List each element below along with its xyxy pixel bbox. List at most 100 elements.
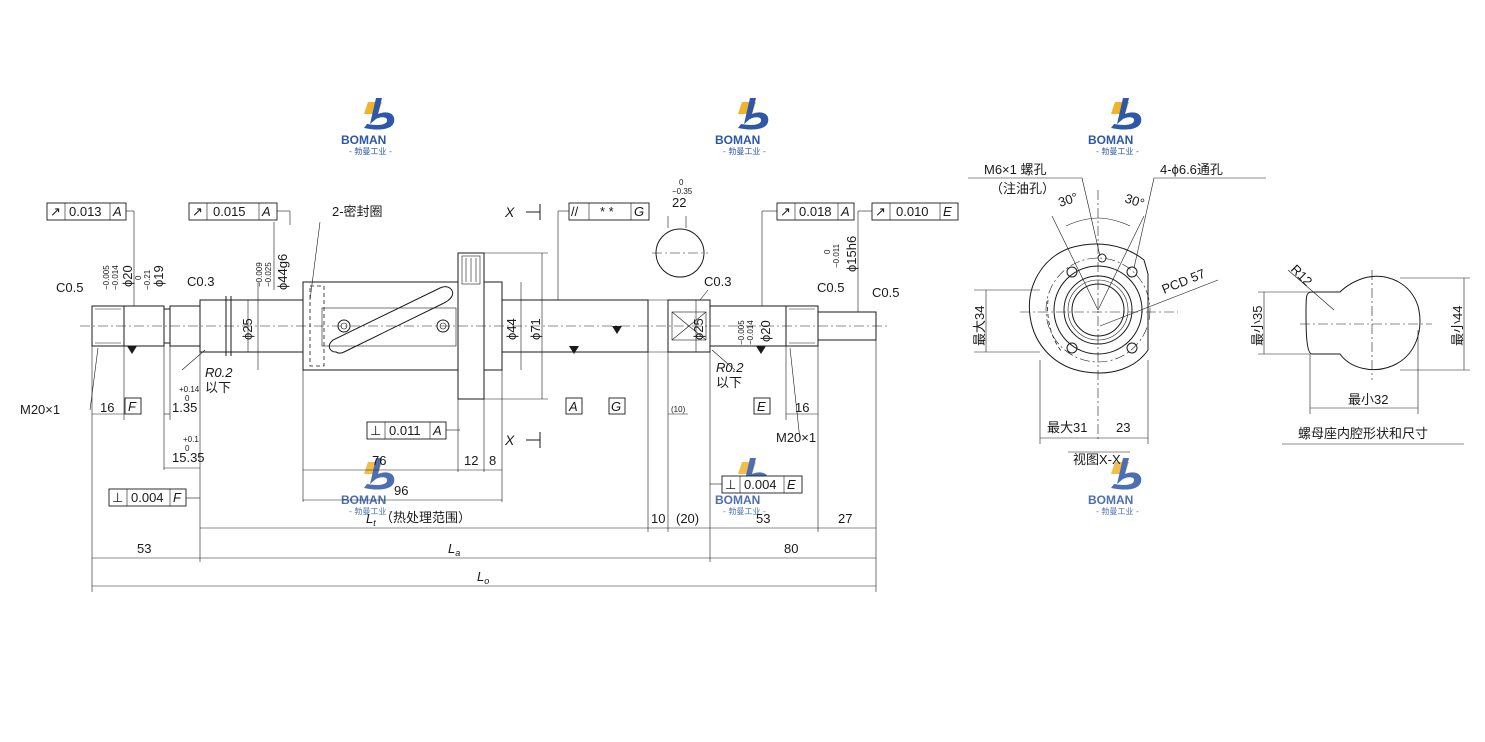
tol-text: 0	[185, 444, 190, 453]
frame-perp-0004-f: ⊥ 0.004 F	[108, 488, 187, 507]
below-right: 以下	[716, 375, 742, 390]
tol-text: +0.1	[183, 435, 199, 444]
angle-30-right: 30°	[1123, 191, 1146, 211]
min-32-label: 最小32	[1348, 392, 1388, 407]
logo-brand-text: BOMAN	[715, 493, 760, 507]
dim-10-paren: (10)	[671, 405, 686, 414]
boman-logo: BOMAN - 勃曼工业 -	[1088, 458, 1142, 516]
dim-1-35: 1.35	[172, 400, 197, 415]
svg-text:↗: ↗	[875, 204, 886, 219]
tol-text: −0.35	[672, 187, 693, 196]
tol-text: −0.014	[746, 320, 755, 345]
shaft-geometry	[80, 228, 888, 400]
logo-brand-text: BOMAN	[715, 133, 760, 147]
min-44-label: 最小44	[1450, 306, 1465, 346]
tol-text: −0.005	[102, 265, 111, 290]
dim-20-paren: (20)	[676, 511, 699, 526]
dia-20-right: ϕ20	[758, 320, 773, 342]
svg-text:0.013: 0.013	[69, 204, 102, 219]
dia-15h6: ϕ15h6	[844, 236, 859, 272]
dim-76: 76	[372, 453, 386, 468]
nut-seat-caption: 螺母座内腔形状和尺寸	[1298, 426, 1428, 441]
flange-view-xx	[968, 177, 1266, 453]
svg-text:⊥: ⊥	[112, 490, 123, 505]
logo-brand-text: BOMAN	[341, 133, 386, 147]
logo-brand-text: BOMAN	[1088, 493, 1133, 507]
thread-m20-left: M20×1	[20, 402, 60, 417]
section-x-bottom: X	[504, 432, 515, 448]
dim-53-right: 53	[756, 511, 770, 526]
radius-r12-label: R12	[1288, 262, 1315, 289]
svg-text:A: A	[432, 423, 442, 438]
logo-subtitle-text: - 勃曼工业 -	[1096, 506, 1139, 516]
thread-m20-right: M20×1	[776, 430, 816, 445]
radius-r02-left: R0.2	[205, 365, 233, 380]
nut-seat-cavity	[1258, 269, 1470, 445]
boman-logo: BOMAN - 勃曼工业 -	[715, 98, 769, 156]
svg-text:F: F	[173, 490, 182, 505]
dia-19: ϕ19	[151, 265, 166, 287]
datum-g-label: G	[611, 399, 621, 414]
svg-text:↗: ↗	[192, 204, 203, 219]
angle-30-left: 30°	[1056, 190, 1079, 210]
dim-12: 12	[464, 453, 478, 468]
dim-80: 80	[784, 541, 798, 556]
chamfer-c05-right: C0.5	[817, 280, 844, 295]
svg-text:A: A	[112, 204, 122, 219]
chamfer-c03-right: C0.3	[704, 274, 731, 289]
chamfer-c05-left: C0.5	[56, 280, 83, 295]
datum-a-label: A	[568, 399, 578, 414]
frame-perp-0011: ⊥ 0.011 A	[366, 421, 447, 440]
tol-text: 0	[134, 275, 143, 280]
logo-subtitle-text: - 勃曼工业 -	[349, 506, 392, 516]
dim-15-35: 15.35	[172, 450, 205, 465]
dim-16-right: 16	[795, 400, 809, 415]
tol-text: 0	[679, 178, 684, 187]
svg-text:0.004: 0.004	[131, 490, 164, 505]
dim-23-label: 23	[1116, 420, 1130, 435]
frame-parallel-g: // * * G	[557, 202, 650, 222]
nut-seat-labels: R12 最小35 最小44 最小32 螺母座内腔形状和尺寸	[1250, 262, 1465, 441]
bolt-holes-label: 4-ϕ6.6通孔	[1160, 162, 1223, 177]
dim-22: 22	[672, 195, 686, 210]
min-35-label: 最小35	[1250, 306, 1265, 346]
view-xx-caption: 视图X-X	[1073, 452, 1121, 467]
tol-text: 0	[823, 249, 832, 254]
dia-44: ϕ44	[504, 318, 519, 340]
svg-text:0.004: 0.004	[744, 477, 777, 492]
max-34-label: 最大34	[972, 306, 987, 346]
tol-text: −0.025	[264, 262, 273, 287]
frame-runout-0015: ↗ 0.015 A	[188, 202, 291, 225]
tol-text: 0	[185, 394, 190, 403]
boman-logos: BOMAN - 勃曼工业 - BOMAN - 勃曼工业 - BOMAN - 勃曼…	[341, 98, 1142, 516]
svg-text:0.010: 0.010	[896, 204, 929, 219]
svg-text:0.015: 0.015	[213, 204, 246, 219]
logo-subtitle-text: - 勃曼工业 -	[723, 506, 766, 516]
svg-text:* *: * *	[600, 204, 614, 219]
seal-label: 2-密封圈	[332, 204, 383, 219]
frame-runout-0013: ↗ 0.013 A	[46, 202, 135, 222]
max-31-label: 最大31	[1047, 420, 1087, 435]
svg-text:E: E	[787, 477, 796, 492]
chamfer-c03-left: C0.3	[187, 274, 214, 289]
chamfer-c05-end: C0.5	[872, 285, 899, 300]
svg-text:↗: ↗	[50, 204, 61, 219]
flange-labels: M6×1 螺孔 （注油孔） 4-ϕ6.6通孔 30° 30° PCD 57 最大…	[972, 162, 1223, 467]
dia-44g6: ϕ44g6	[275, 254, 290, 290]
dim-53-left: 53	[137, 541, 151, 556]
radius-r02-right: R0.2	[716, 360, 744, 375]
dim-lo: Lo	[477, 569, 489, 586]
logo-brand-text: BOMAN	[1088, 133, 1133, 147]
dim-10: 10	[651, 511, 665, 526]
shaft-labels: 2-密封圈 X X C0.5 C0.3 C0.3 C0.5 C0.5 ϕ20 −…	[20, 178, 899, 586]
logo-subtitle-text: - 勃曼工业 -	[349, 146, 392, 156]
tol-text: −0.014	[111, 265, 120, 290]
svg-text:0.011: 0.011	[389, 423, 421, 438]
dia-25-left: ϕ25	[240, 318, 255, 340]
datum-f-label: F	[128, 399, 137, 414]
svg-text:0.018: 0.018	[799, 204, 832, 219]
svg-text:A: A	[261, 204, 271, 219]
svg-text://: //	[571, 204, 579, 219]
frame-runout-0018: ↗ 0.018 A	[761, 202, 855, 222]
